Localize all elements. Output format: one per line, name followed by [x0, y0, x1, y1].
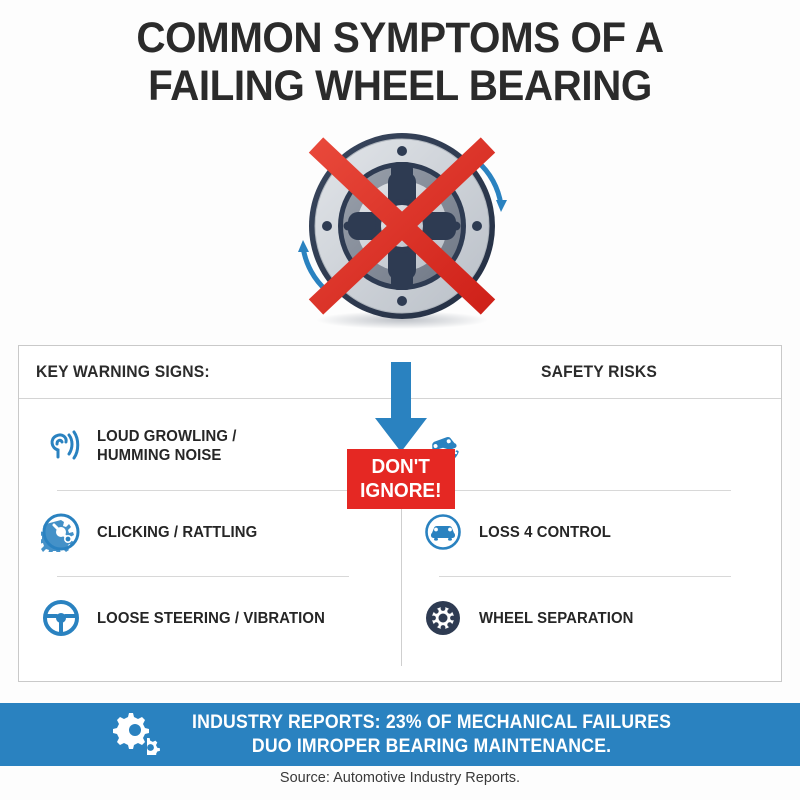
list-item[interactable]: LOSS 4 CONTROL: [421, 510, 771, 554]
steering-wheel-icon: [39, 596, 83, 640]
gears-icon: [110, 709, 161, 762]
down-arrow-icon: [369, 362, 433, 454]
crossed-out-wheel-bearing-icon: [272, 128, 532, 333]
page-title: COMMON SYMPTOMS OF A FAILING WHEEL BEARI…: [0, 14, 800, 110]
gear-wrench-icon: [39, 510, 83, 554]
dont-ignore-callout: DON'T IGNORE!: [347, 449, 455, 509]
car-front-icon: [421, 510, 465, 554]
industry-report-banner: INDUSTRY REPORTS: 23% OF MECHANICAL FAIL…: [0, 703, 800, 766]
list-item[interactable]: WHEEL SEPARATION: [421, 596, 771, 640]
banner-text: INDUSTRY REPORTS: 23% OF MECHANICAL FAIL…: [174, 711, 689, 759]
list-item-label: WHEEL SEPARATION: [479, 609, 634, 627]
divider: [439, 576, 731, 577]
divider: [57, 576, 349, 577]
list-item-label: LOUD GROWLING / HUMMING NOISE: [97, 428, 237, 464]
ear-sound-waves-icon: [39, 424, 83, 468]
list-item[interactable]: LOUD GROWLING / HUMMING NOISE: [39, 424, 384, 468]
source-attribution: Source: Automotive Industry Reports.: [279, 770, 521, 786]
callout-line-2: IGNORE!: [360, 480, 442, 502]
title-line-2: FAILING WHEEL BEARING: [148, 62, 652, 110]
list-item-label: LOOSE STEERING / VIBRATION: [97, 609, 325, 627]
safety-risks-header: SAFETY RISKS: [540, 363, 658, 381]
list-item-label: CLICKING / RATTLING: [97, 523, 258, 541]
banner-line-1: INDUSTRY REPORTS: 23% OF MECHANICAL FAIL…: [192, 711, 672, 733]
callout-line-1: DON'T: [371, 456, 431, 478]
column-divider: [401, 400, 402, 666]
divider: [57, 490, 349, 491]
list-item[interactable]: LOOSE STEERING / VIBRATION: [39, 596, 384, 640]
title-line-1: COMMON SYMPTOMS OF A: [136, 14, 664, 62]
list-item[interactable]: CLICKING / RATTLING: [39, 510, 384, 554]
list-item[interactable]: [421, 424, 771, 468]
key-warning-signs-header: KEY WARNING SIGNS:: [36, 363, 210, 381]
list-item-label: LOSS 4 CONTROL: [479, 523, 611, 541]
divider: [439, 490, 731, 491]
banner-line-2: DUO IMROPER BEARING MAINTENANCE.: [252, 735, 612, 757]
wheel-tire-icon: [421, 596, 465, 640]
